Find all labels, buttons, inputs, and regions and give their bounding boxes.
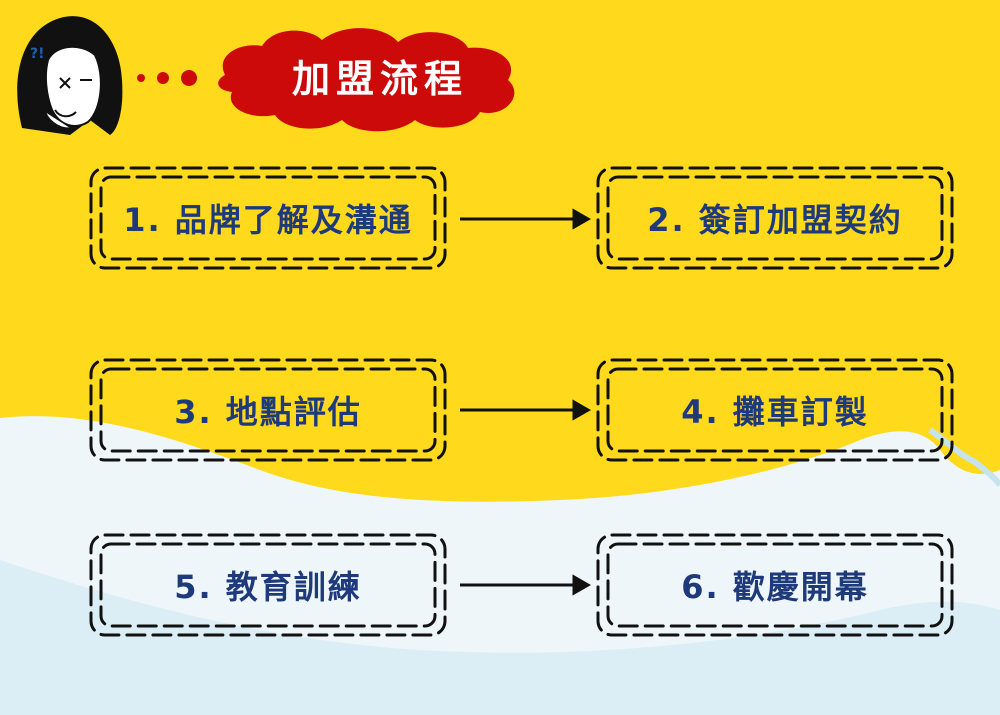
step-3: 3. 地點評估 [174, 393, 362, 431]
step-4: 4. 攤車訂製 [681, 393, 869, 431]
milk-splash-shade [0, 560, 1000, 715]
step-5: 5. 教育訓練 [174, 568, 362, 606]
thinking-girl-avatar: ?! [17, 16, 123, 135]
arrow-5-to-6 [460, 574, 592, 596]
svg-text:?!: ?! [30, 46, 45, 62]
dot-large [181, 70, 197, 86]
page-title: 加盟流程 [291, 57, 468, 101]
arrow-1-to-2 [460, 208, 592, 230]
dot-small [137, 74, 145, 82]
dot-medium [157, 72, 169, 84]
step-6: 6. 歡慶開幕 [681, 568, 869, 606]
step-1: 1. 品牌了解及溝通 [123, 201, 413, 239]
title-banner [218, 28, 515, 132]
step-2: 2. 簽訂加盟契約 [647, 201, 903, 239]
step-borders [89, 166, 954, 637]
arrow-3-to-4 [460, 399, 592, 421]
